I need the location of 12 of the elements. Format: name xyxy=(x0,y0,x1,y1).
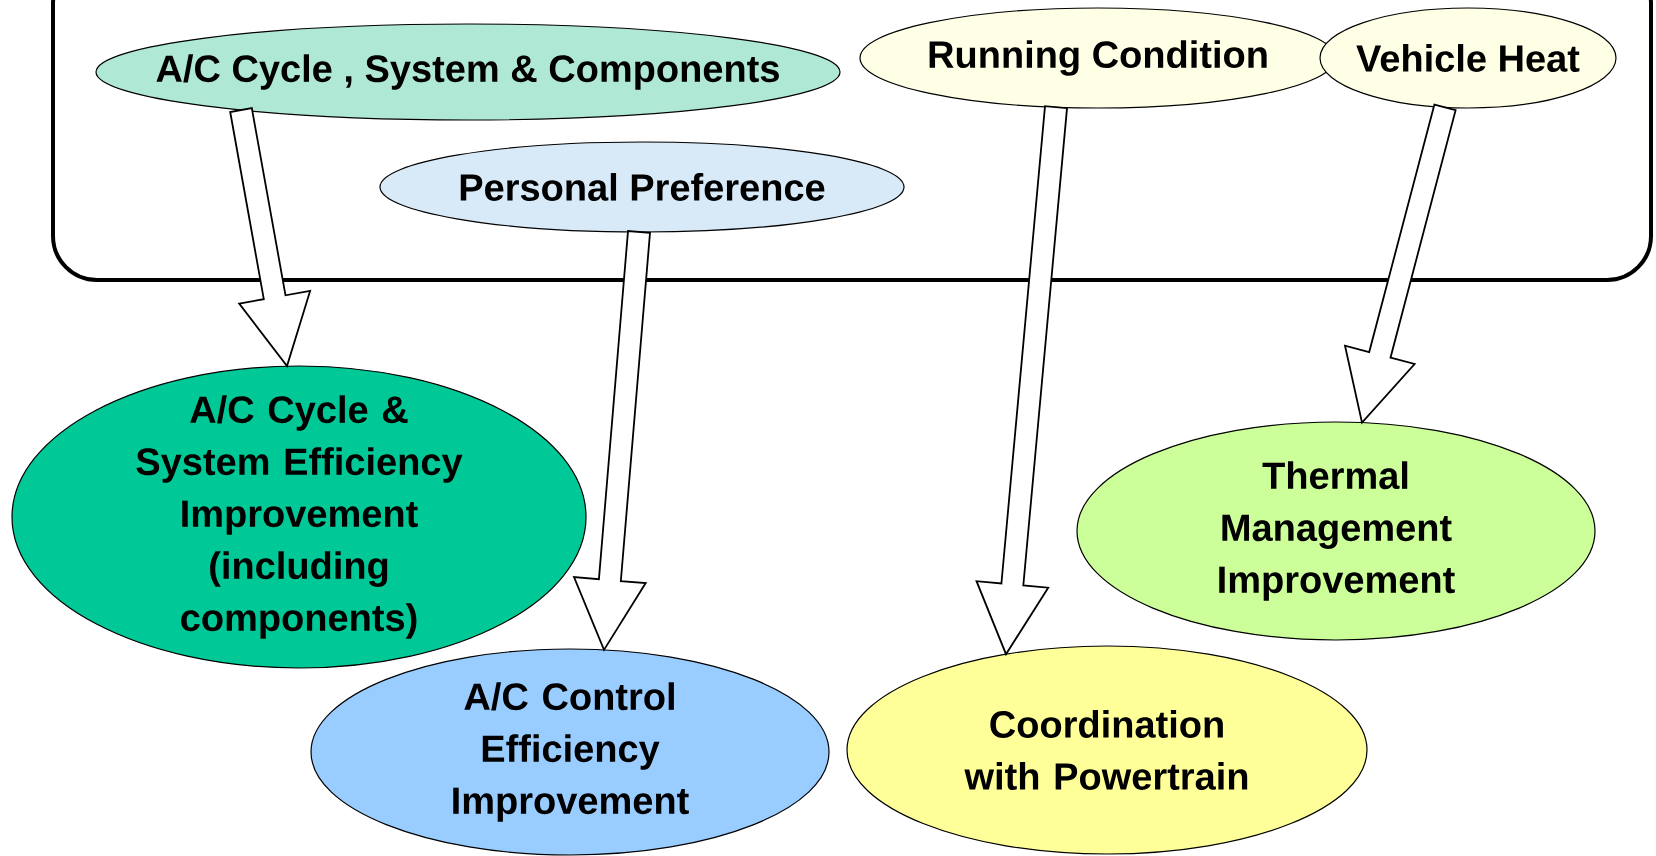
block-arrow xyxy=(975,105,1068,657)
ellipse-node: Thermal Management Improvement xyxy=(1076,421,1596,641)
ellipse-node: Personal Preference xyxy=(379,141,905,233)
ellipse-node: Vehicle Heat xyxy=(1319,7,1617,109)
ellipse-node: Running Condition xyxy=(859,7,1337,109)
ellipse-node: A/C Cycle & System Efficiency Improvement (including components) xyxy=(11,365,587,669)
block-arrow xyxy=(229,107,312,369)
ellipse-node: Coordination with Powertrain xyxy=(846,645,1368,855)
block-arrow xyxy=(572,230,651,652)
ellipse-node: A/C Control Efficiency Improvement xyxy=(310,648,830,856)
ellipse-node: A/C Cycle , System & Components xyxy=(95,23,841,121)
block-arrow xyxy=(1343,103,1457,425)
